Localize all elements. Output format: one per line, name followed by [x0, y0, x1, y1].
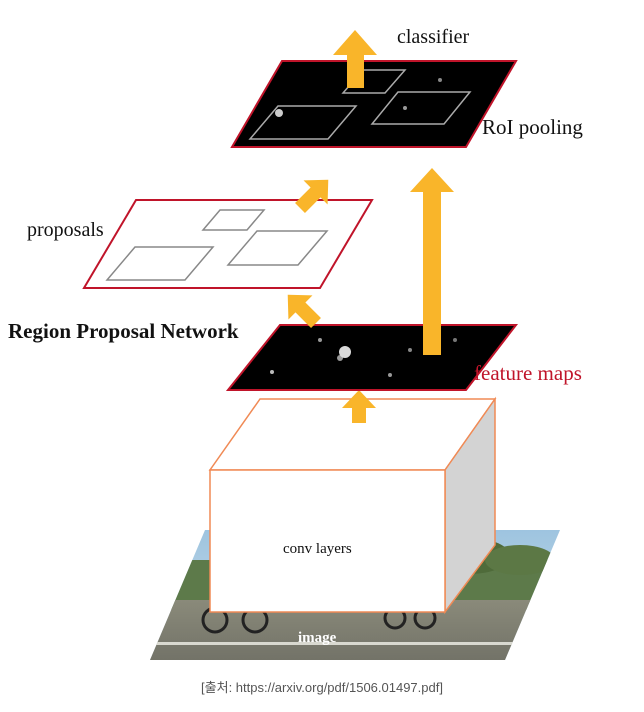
image-label: image	[298, 630, 337, 646]
feature-maps-label: feature maps	[474, 361, 582, 385]
source-caption: [출처: https://arxiv.org/pdf/1506.01497.pd…	[201, 680, 443, 695]
arrow-up-icon	[342, 390, 376, 423]
conv-box-front	[209, 469, 446, 613]
proposals-label: proposals	[27, 219, 104, 241]
roi-pooling-plane	[230, 60, 518, 148]
roi-pooling-label: RoI pooling	[482, 115, 583, 139]
arrow-tall-up-icon	[410, 168, 454, 355]
conv-layers-label: conv layers	[283, 541, 352, 557]
proposals-plane	[82, 199, 374, 289]
classifier-label: classifier	[397, 26, 470, 48]
arrow-diagonal-icon	[287, 294, 321, 328]
rpn-label: Region Proposal Network	[8, 319, 239, 343]
arrow-diagonal-icon	[295, 179, 329, 213]
arrow-up-icon	[333, 30, 377, 88]
feature-maps-plane	[225, 324, 519, 391]
conv-layers-box: conv layers	[208, 396, 497, 615]
